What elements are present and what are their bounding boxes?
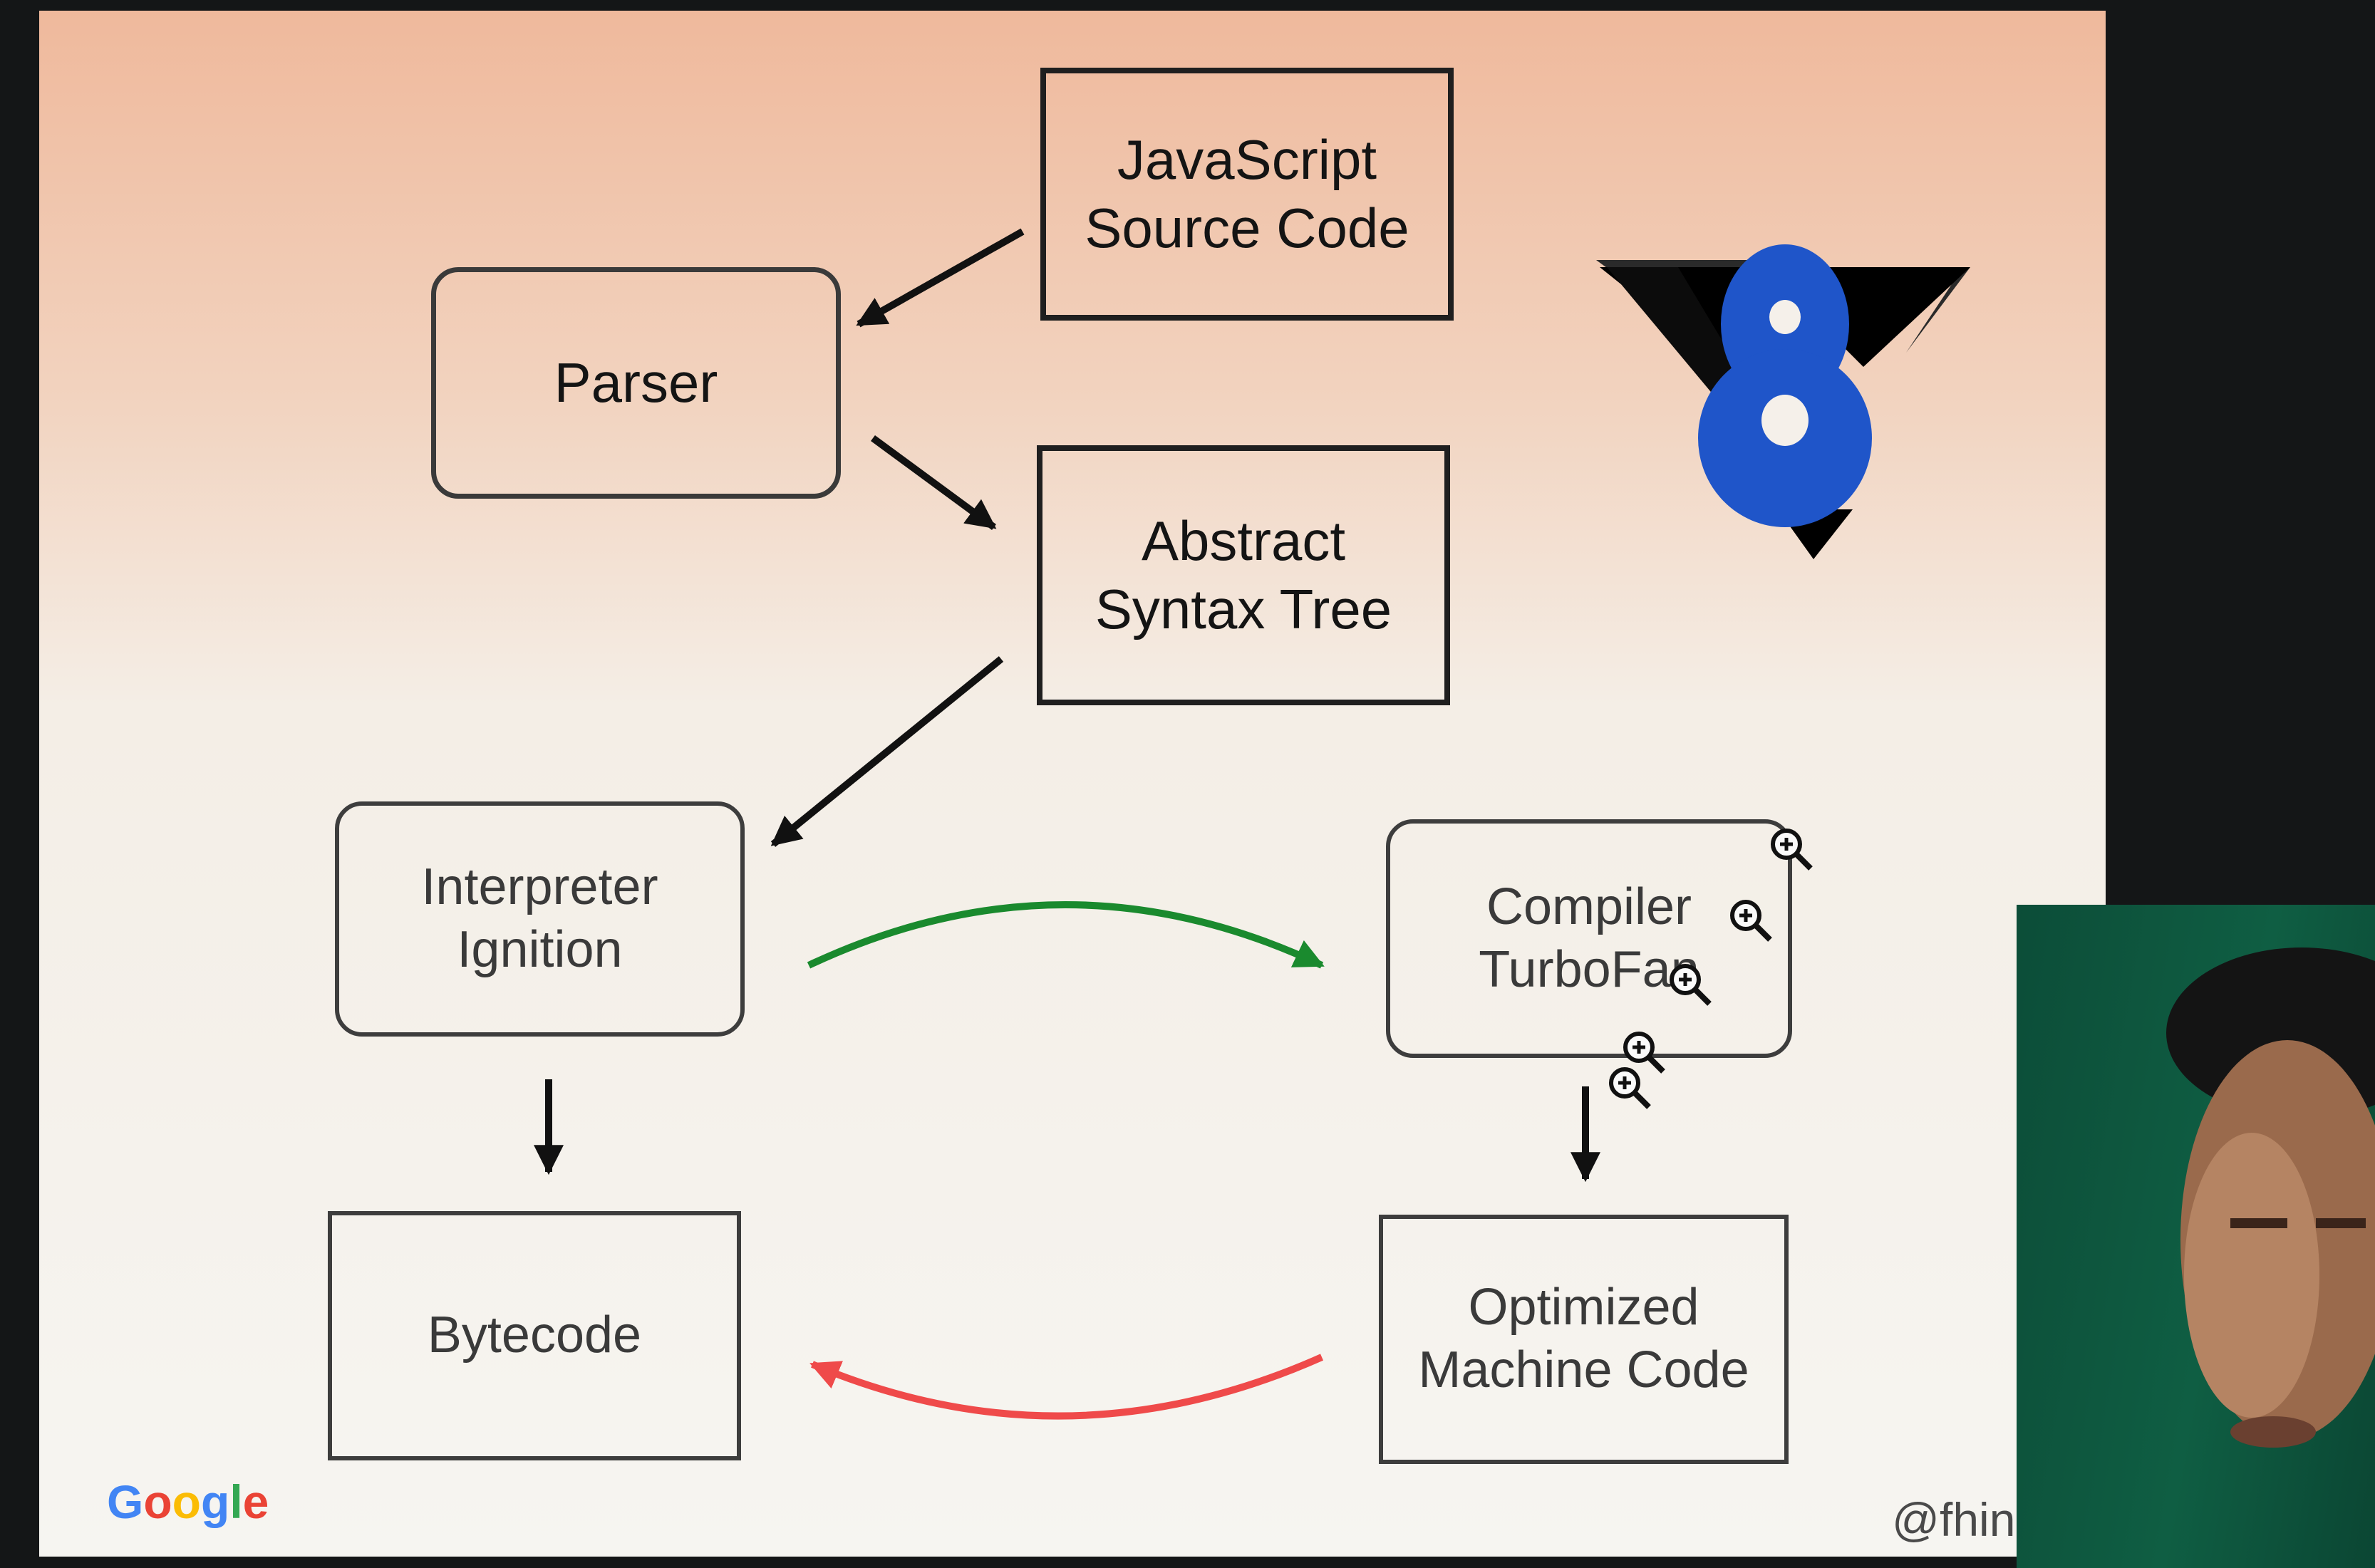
arrow-machine-code-to-bytecode bbox=[809, 1354, 1324, 1420]
twitter-handle: @fhink bbox=[1892, 1493, 2039, 1546]
google-logo: Google bbox=[107, 1475, 269, 1529]
presenter-video bbox=[2166, 947, 2375, 1448]
diagram-arrows bbox=[534, 228, 1970, 1420]
arrow-parser-to-ast bbox=[871, 435, 997, 531]
google-logo-letter: e bbox=[242, 1475, 269, 1528]
google-logo-letter: o bbox=[143, 1475, 172, 1528]
google-logo-letter: o bbox=[172, 1475, 201, 1528]
node-optimized-machine-code: Optimized Machine Code bbox=[1379, 1215, 1789, 1464]
webcam-feed bbox=[2017, 905, 2375, 1568]
node-bytecode: Bytecode bbox=[328, 1211, 741, 1460]
node-compiler-turbofan: Compiler TurboFan bbox=[1386, 819, 1792, 1058]
node-javascript-source-code: JavaScript Source Code bbox=[1040, 68, 1454, 321]
google-logo-letter: G bbox=[107, 1475, 144, 1528]
v8-logo bbox=[1596, 244, 1970, 559]
node-parser: Parser bbox=[431, 267, 841, 499]
google-logo-letter: l bbox=[229, 1475, 243, 1528]
arrow-ast-to-interpreter bbox=[770, 656, 1004, 847]
presentation-slide: JavaScript Source Code Parser Abstract S… bbox=[39, 11, 2106, 1557]
arrow-source-to-parser bbox=[856, 228, 1025, 328]
arrow-interpreter-to-compiler bbox=[807, 901, 1325, 969]
node-interpreter-ignition: Interpreter Ignition bbox=[335, 801, 745, 1037]
node-abstract-syntax-tree: Abstract Syntax Tree bbox=[1037, 445, 1450, 705]
google-logo-letter: g bbox=[201, 1475, 230, 1528]
